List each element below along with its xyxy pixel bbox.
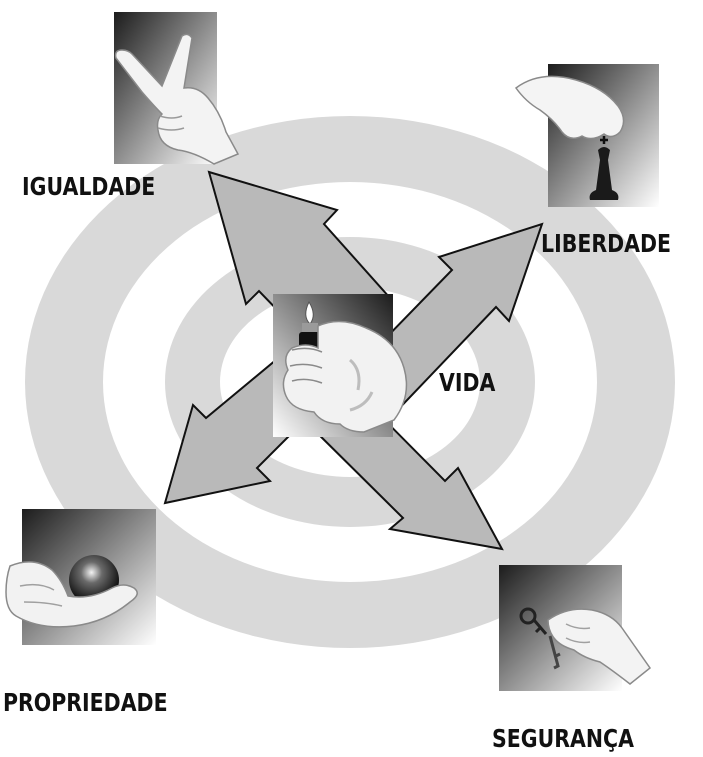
hand-holding-lighter-icon	[273, 294, 406, 437]
label-propriedade: PROPRIEDADE	[3, 688, 168, 717]
label-seguranca: SEGURANÇA	[492, 724, 634, 753]
hand-holding-keys-icon	[499, 565, 650, 691]
peace-sign-hand-icon	[114, 12, 238, 164]
label-vida: VIDA	[439, 368, 495, 397]
label-igualdade: IGUALDADE	[22, 172, 155, 201]
hand-holding-sphere-icon	[6, 509, 156, 645]
label-liberdade: LIBERDADE	[541, 229, 671, 258]
